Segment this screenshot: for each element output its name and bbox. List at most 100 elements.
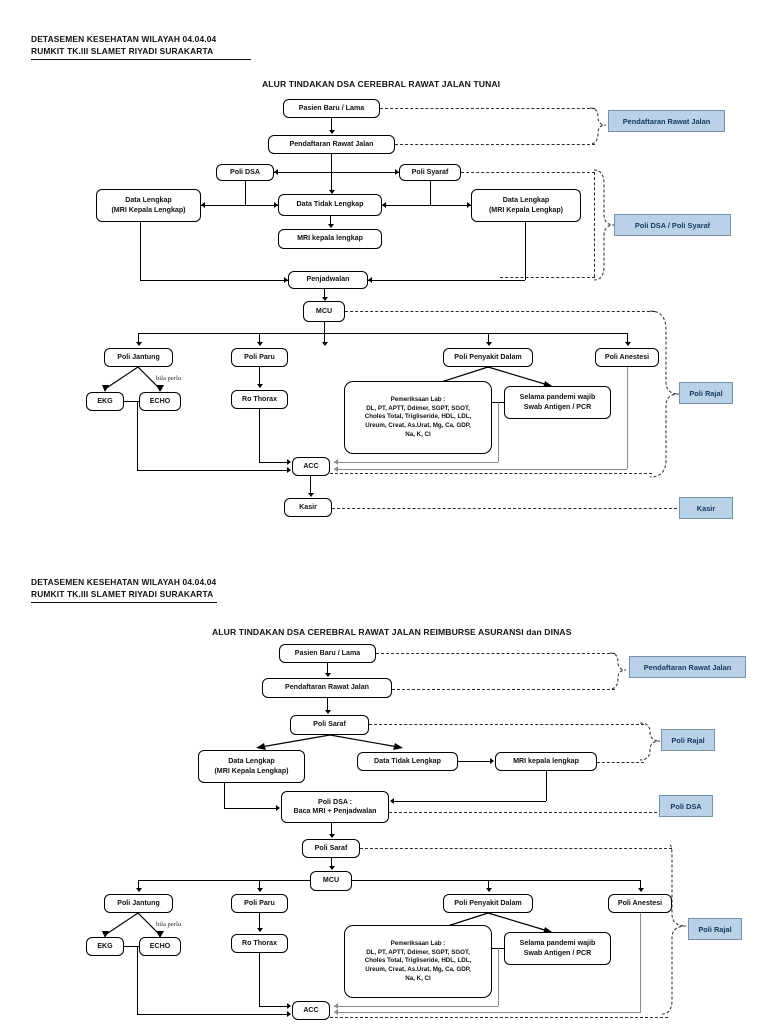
chart1-node-mri-kepala-lengkap[interactable]: MRI kepala lengkap [278, 229, 382, 249]
chart1-node-swab[interactable]: Selama pandemi wajib Swab Antigen / PCR [504, 386, 611, 419]
chart2-node-mri-kepala-lengkap[interactable]: MRI kepala lengkap [495, 752, 597, 771]
c1-link-pasien-pendaftaran [331, 118, 333, 131]
c1-arrow-dl-left [201, 202, 205, 208]
c2-arrow-mri [490, 758, 494, 764]
label-line2: (MRI Kepala Lengkap) [214, 766, 289, 775]
chart2-node-acc[interactable]: ACC [292, 1001, 330, 1020]
chart1-node-poli-paru[interactable]: Poli Paru [231, 348, 288, 367]
c2-link-lab-acc [334, 1006, 498, 1008]
chart1-node-poli-penyakit-dalam[interactable]: Poli Penyakit Dalam [443, 348, 533, 367]
chart1-node-data-tidak-lengkap[interactable]: Data Tidak Lengkap [278, 194, 382, 216]
c2-link-paru-rothorax [259, 913, 261, 928]
chart1-node-poli-anestesi[interactable]: Poli Anestesi [595, 348, 659, 367]
c2-fan-anestesi [640, 880, 642, 889]
c2-arrow-anestesi [637, 888, 644, 892]
c2-jantung-branches [102, 912, 164, 938]
label-line2: Baca MRI + Penjadwalan [293, 807, 377, 815]
c2-dash-saraf [369, 724, 644, 725]
chart1-node-poli-jantung[interactable]: Poli Jantung [104, 348, 173, 367]
chart1-side-label-kasir[interactable]: Kasir [679, 497, 733, 519]
c2-arrow-acc-right2 [334, 1009, 338, 1015]
chart1-side-label-poli-dsa-syaraf[interactable]: Poli DSA / Poli Syaraf [614, 214, 731, 236]
c2-arrow-saraf2 [328, 833, 335, 838]
c1-link-acc-kasir [310, 476, 312, 493]
c2-dash-pendaftaran [392, 689, 615, 690]
chart2-node-poli-penyakit-dalam[interactable]: Poli Penyakit Dalam [443, 894, 533, 913]
chart2-node-echo[interactable]: ECHO [139, 937, 181, 956]
c2-link-mri-dsa [394, 801, 546, 803]
c2-arrow-pendaftaran [324, 672, 331, 677]
lab-line1: DL, PT, APTT, Ddimer, SGPT, SGOT, [366, 404, 470, 412]
chart2-side-label-poli-dsa[interactable]: Poli DSA [659, 795, 713, 817]
c1-arrow-dtl-right [382, 202, 386, 208]
chart2-node-data-tidak-lengkap[interactable]: Data Tidak Lengkap [357, 752, 458, 771]
chart2-node-pasien[interactable]: Pasien Baru / Lama [279, 644, 376, 663]
chart1-node-acc[interactable]: ACC [292, 457, 330, 476]
label-line1: Data Lengkap [228, 757, 275, 765]
c1-arrow-acc-left1 [287, 459, 291, 465]
chart2-node-poli-dsa[interactable]: Poli DSA : Baca MRI + Penjadwalan [281, 791, 389, 823]
chart2-node-swab[interactable]: Selama pandemi wajib Swab Antigen / PCR [504, 932, 611, 965]
c1-link-ekg-down [137, 401, 139, 470]
chart2-node-pendaftaran[interactable]: Pendaftaran Rawat Jalan [262, 678, 392, 698]
chart2-side-label-pendaftaran[interactable]: Pendaftaran Rawat Jalan [629, 656, 746, 678]
c1-dash-pendaftaran [395, 144, 595, 145]
chart1-side-label-poli-rajal[interactable]: Poli Rajal [679, 382, 733, 404]
c1-arrow-mcu-fan [321, 341, 328, 346]
c1-link-anestesi-acc [334, 469, 627, 471]
chart1-node-data-lengkap-left[interactable]: Data Lengkap (MRI Kepala Lengkap) [96, 189, 201, 222]
chart1-node-pasien[interactable]: Pasien Baru / Lama [283, 99, 380, 118]
swab-line2: Swab Antigen / PCR [523, 948, 592, 957]
swab-line1: Selama pandemi wajib [519, 939, 596, 947]
lab-line1: DL, PT, APTT, Ddimer, SGPT, SGOT, [366, 948, 470, 956]
c1-link-syaraf-down [430, 181, 432, 205]
c1-fan-anestesi [627, 333, 629, 343]
chart1-node-pendaftaran[interactable]: Pendaftaran Rawat Jalan [268, 135, 395, 154]
chart1-node-poli-syaraf[interactable]: Poli Syaraf [399, 164, 461, 181]
chart1-node-data-lengkap-right[interactable]: Data Lengkap (MRI Kepala Lengkap) [471, 189, 581, 222]
chart2-node-poli-paru[interactable]: Poli Paru [231, 894, 288, 913]
chart2-node-data-lengkap[interactable]: Data Lengkap (MRI Kepala Lengkap) [198, 750, 305, 783]
chart2-side-label-poli-rajal-bottom[interactable]: Poli Rajal [688, 918, 742, 940]
c1-arrow-acc-right2 [334, 466, 338, 472]
c1-arrow-dtl-left [273, 202, 278, 208]
c1-fan-jantung [138, 333, 140, 343]
chart1-side-label-pendaftaran[interactable]: Pendaftaran Rawat Jalan [608, 110, 725, 132]
lab-heading: Pemeriksaan Lab : [390, 939, 446, 947]
chart1-node-ro-thorax[interactable]: Ro Thorax [231, 390, 288, 409]
c1-link-rothorax-acc [259, 462, 288, 464]
chart1-node-kasir[interactable]: Kasir [284, 498, 332, 517]
c1-dash-syaraf [461, 172, 595, 173]
chart2-node-ro-thorax[interactable]: Ro Thorax [231, 934, 288, 953]
letterhead-rule [31, 59, 251, 61]
c2-dash-saraf2 [360, 848, 672, 849]
chart2-node-poli-saraf-2[interactable]: Poli Saraf [302, 839, 360, 858]
lab-line3: Ureum, Creat, As.Urat, Mg, Ca, GDP, [365, 422, 471, 430]
chart1-node-echo[interactable]: ECHO [139, 392, 181, 411]
c1-link-syaraf-to-dtl [382, 205, 430, 207]
c1-arrow-mri [327, 223, 334, 228]
chart1-node-penjadwalan[interactable]: Penjadwalan [288, 271, 368, 289]
chart2-node-poli-saraf-1[interactable]: Poli Saraf [290, 715, 369, 735]
chart2-node-poli-anestesi[interactable]: Poli Anestesi [608, 894, 672, 913]
c2-link-pasien-pendaftaran [327, 663, 329, 673]
chart2-side-label-poli-rajal-top[interactable]: Poli Rajal [661, 729, 715, 751]
c1-arrow-pendaftaran [328, 130, 335, 134]
c1-link-ekg-echo-join [124, 401, 139, 403]
chart1-node-ekg[interactable]: EKG [86, 392, 124, 411]
label-line1: Data Lengkap [502, 196, 550, 204]
c1-dash-acc-right [330, 473, 652, 474]
chart2-node-ekg[interactable]: EKG [86, 937, 124, 956]
c2-dash-mri [597, 762, 644, 763]
chart1-node-poli-dsa[interactable]: Poli DSA [216, 164, 274, 181]
chart2-bila-perlu-label: bila perlu [156, 921, 182, 928]
chart1-node-mcu[interactable]: MCU [303, 301, 345, 322]
c2-saraf-branches [256, 734, 403, 750]
chart1-node-lab[interactable]: Pemeriksaan Lab : DL, PT, APTT, Ddimer, … [344, 381, 492, 454]
c2-link-ekg-echo-join [124, 946, 139, 948]
c1-arrow-anestesi [624, 341, 631, 346]
chart2-node-poli-jantung[interactable]: Poli Jantung [104, 894, 173, 913]
chart2-node-lab[interactable]: Pemeriksaan Lab : DL, PT, APTT, Ddimer, … [344, 925, 492, 998]
chart2-node-mcu[interactable]: MCU [310, 871, 352, 891]
